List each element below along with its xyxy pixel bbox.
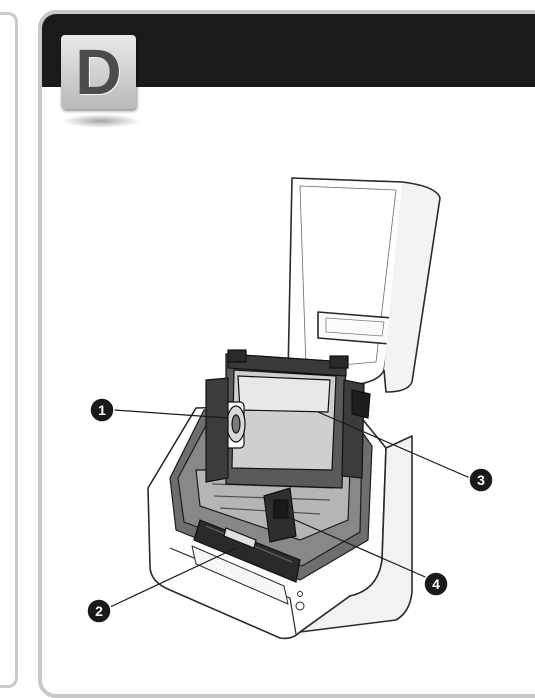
callout-3-label: 3 (477, 472, 485, 488)
callout-1: 1 (89, 397, 115, 423)
platen-roller (193, 519, 301, 583)
adjacent-panel-border (0, 12, 18, 688)
side-brackets (205, 377, 371, 483)
step-letter: D (75, 36, 122, 108)
printer-top-cover (287, 177, 441, 393)
step-badge: D (61, 35, 136, 109)
callout-4-label: 4 (432, 576, 440, 592)
callout-2: 2 (86, 598, 112, 624)
badge-shadow (61, 114, 141, 128)
callout-2-label: 2 (95, 603, 103, 619)
callout-leader-lines (107, 409, 471, 609)
print-head-assembly (225, 349, 349, 489)
label-guide (263, 487, 297, 543)
callout-1-label: 1 (98, 402, 106, 418)
callout-4: 4 (423, 571, 449, 597)
callout-3: 3 (468, 467, 494, 493)
